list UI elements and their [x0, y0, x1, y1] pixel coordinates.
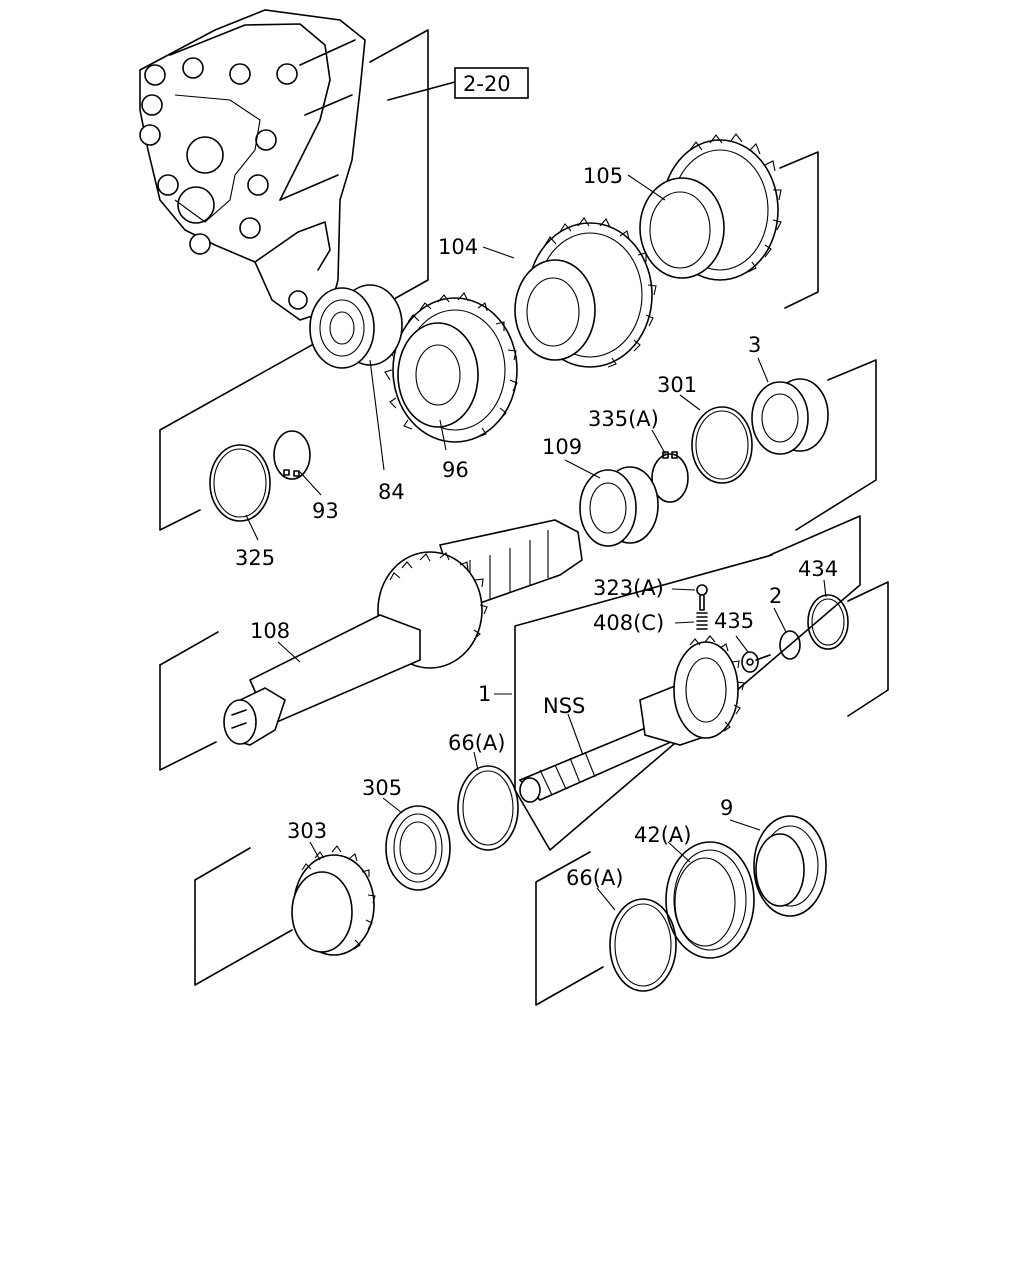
label-105: 105 [583, 164, 623, 188]
label-108: 108 [250, 619, 290, 643]
bearing-3 [751, 378, 829, 455]
label-325: 325 [235, 546, 275, 570]
label-305: 305 [362, 776, 402, 800]
label-109: 109 [542, 435, 582, 459]
gear-104 [514, 217, 657, 368]
label-301: 301 [657, 373, 697, 397]
main-shaft-108 [223, 519, 583, 746]
transmission-case [139, 9, 366, 321]
label-nss: NSS [543, 694, 585, 718]
callout-labels: 105 104 96 84 93 325 3 301 335(A) 109 43… [235, 164, 838, 890]
gear-303 [291, 845, 376, 956]
bearing-84 [309, 284, 403, 369]
label-1: 1 [478, 682, 491, 706]
sleeve-42a [665, 841, 755, 959]
label-66a-bottom: 66(A) [566, 866, 623, 890]
label-323a: 323(A) [593, 576, 664, 600]
ring-305 [385, 805, 451, 891]
label-104: 104 [438, 235, 478, 259]
shaft-nss [518, 635, 745, 803]
label-303: 303 [287, 819, 327, 843]
bearing-109 [579, 466, 659, 547]
label-66a-top: 66(A) [448, 731, 505, 755]
ring-66a-bottom [609, 898, 677, 992]
bolt-323a [696, 584, 708, 611]
ring-9 [753, 815, 827, 917]
label-84: 84 [378, 480, 405, 504]
spring-408c [696, 612, 708, 630]
reference-box[interactable]: 2-20 [454, 67, 529, 99]
label-93: 93 [312, 499, 339, 523]
label-9: 9 [720, 796, 733, 820]
label-435: 435 [714, 609, 754, 633]
label-335a: 335(A) [588, 407, 659, 431]
label-2-20: 2-20 [463, 72, 511, 96]
gear-96 [384, 292, 518, 443]
label-3: 3 [748, 333, 761, 357]
washer-435 [741, 651, 771, 673]
label-42a: 42(A) [634, 823, 691, 847]
label-2: 2 [769, 584, 782, 608]
ring-325 [209, 444, 271, 522]
ring-301 [691, 406, 753, 484]
label-434: 434 [798, 557, 838, 581]
ring-434 [807, 594, 849, 650]
label-408c: 408(C) [593, 611, 664, 635]
snap-ring-2 [779, 630, 801, 660]
ring-66a-top [457, 765, 519, 851]
bracket-top [159, 29, 456, 531]
snap-ring-335a [651, 451, 689, 503]
snap-ring-93 [273, 430, 311, 480]
label-96: 96 [442, 458, 469, 482]
leader-lines [245, 174, 827, 911]
gear-105 [639, 133, 782, 281]
